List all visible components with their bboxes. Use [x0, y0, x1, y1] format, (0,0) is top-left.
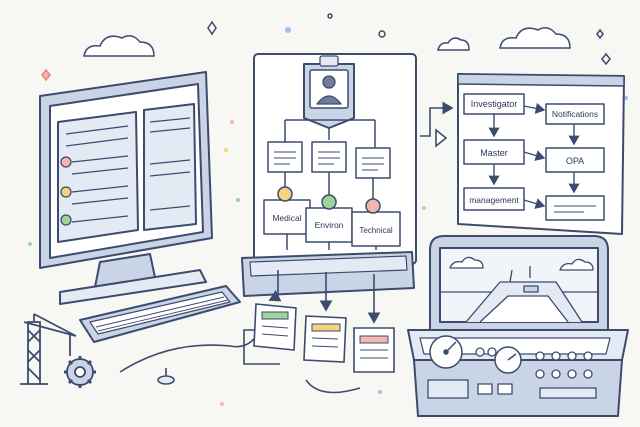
- flowchart-board: Investigator Notifications Master OPA ma…: [457, 73, 625, 235]
- sparkle-dot: [220, 402, 224, 406]
- opa-label: OPA: [566, 156, 584, 166]
- flow-node-management: [463, 187, 525, 211]
- crane-icon: [20, 313, 77, 385]
- environ-label: Environ: [315, 220, 344, 230]
- sparkle-dot: [327, 13, 333, 19]
- lower-documents: [243, 270, 395, 373]
- sparkle-dot: [378, 30, 386, 38]
- investigator-label: Investigator: [471, 99, 518, 109]
- connector-arrow: [420, 101, 454, 148]
- sparkle-dot: [624, 96, 628, 100]
- sparkle-dot: [224, 148, 228, 152]
- sparkle-icon: [41, 68, 51, 82]
- medical-dot: [277, 186, 293, 202]
- sparkle-dot: [28, 242, 32, 246]
- environ-dot: [321, 194, 337, 210]
- sparkle-dot: [230, 120, 234, 124]
- cloud-icon: [499, 27, 571, 49]
- sparkle-icon: [207, 20, 217, 36]
- cloud-icon: [437, 37, 470, 51]
- flow-node-opa: [545, 147, 605, 173]
- flow-node-notifications: [545, 103, 605, 125]
- background-decor: [28, 13, 628, 406]
- control-console: [407, 235, 629, 417]
- notifications-label: Notifications: [552, 109, 598, 119]
- sparkle-dot: [236, 198, 240, 202]
- master-label: Master: [480, 148, 508, 158]
- gauge-icon: [429, 335, 463, 369]
- sparkle-dot: [285, 27, 291, 33]
- doc-card: [353, 327, 395, 373]
- cloud-icon: [83, 35, 155, 57]
- sparkle-icon: [596, 28, 604, 40]
- sparkle-dot: [422, 206, 426, 210]
- medical-label: Medical: [272, 213, 301, 223]
- technical-label: Technical: [359, 226, 393, 235]
- gear-icon: [64, 356, 96, 388]
- sparkle-dot: [378, 390, 382, 394]
- gauge-icon: [494, 346, 522, 374]
- org-node-technical: Technical: [351, 198, 401, 247]
- cables: [119, 329, 361, 394]
- sparkle-icon: [601, 52, 611, 66]
- management-label: management: [469, 195, 519, 205]
- org-chart-board: Medical Environ Technical: [241, 53, 417, 297]
- doc-card: [303, 315, 347, 363]
- flow-node-blank: [545, 195, 605, 221]
- doc-card: [253, 303, 297, 351]
- desktop-monitor: [39, 71, 213, 305]
- keyboard: [79, 285, 241, 343]
- technical-dot: [365, 198, 381, 214]
